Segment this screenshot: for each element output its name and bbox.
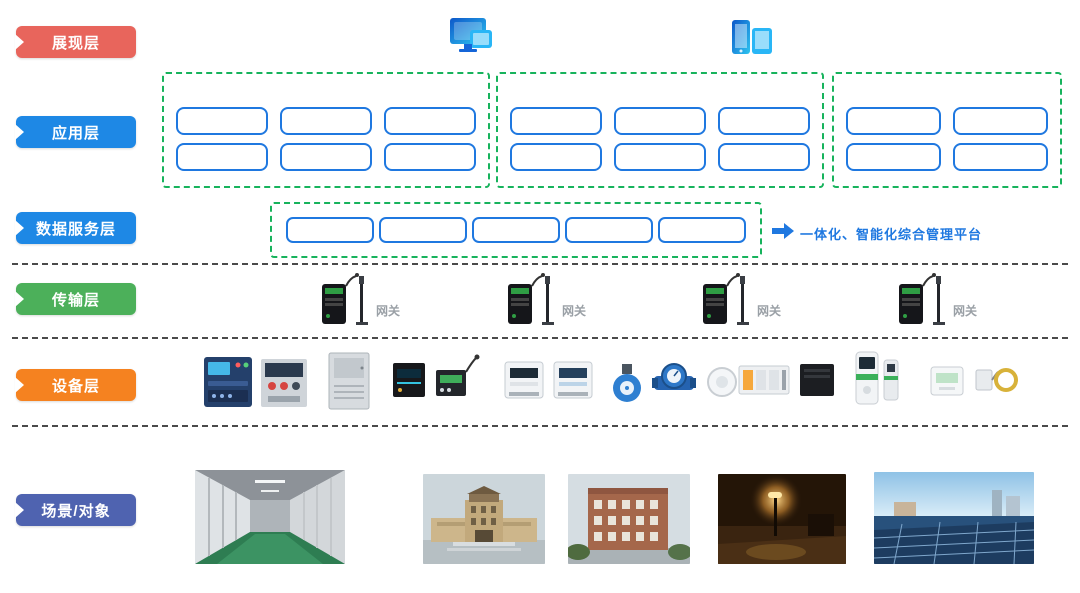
gateway-label: 网关 [757,304,782,318]
layer-label-text: 传输层 [51,291,100,309]
application-module-box [176,143,268,171]
application-module-box [953,107,1048,135]
application-box-row [176,143,476,171]
layer-label-application: 应用层 [16,116,136,148]
data-service-box [565,217,653,243]
clamp-sensor-image [972,362,1020,403]
application-module-box [510,107,602,135]
data-service-box [472,217,560,243]
separator-line [12,425,1068,427]
gateway-item: 网关 [502,272,586,331]
application-module-box [846,107,941,135]
separator-line [12,263,1068,265]
application-module-box [953,143,1048,171]
application-module-box [614,107,706,135]
water-meter-image [652,358,696,405]
pressure-sensor-image [608,362,646,409]
din-rail-meter-image [503,360,545,405]
monitor-icon [448,16,496,65]
data-service-group [270,202,762,258]
layer-label-text: 应用层 [51,124,100,142]
ev-charger-image [850,350,906,413]
application-group-2 [496,72,824,188]
layer-label-text: 场景/对象 [41,502,111,520]
gateway-device-image [316,272,372,331]
gateway-device-image [697,272,753,331]
power-distribution-room-photo [195,470,345,564]
power-cabinet-image [328,352,370,415]
control-panel-image [260,358,308,413]
application-module-box [614,143,706,171]
application-group-1 [162,72,490,188]
dormitory-building-photo [568,474,690,564]
gateway-label: 网关 [376,304,401,318]
application-module-box [510,143,602,171]
rooftop-solar-photo [874,472,1034,564]
din-rail-meter-image [552,360,594,405]
gateway-device-image [502,272,558,331]
application-module-box [718,107,810,135]
layer-label-text: 设备层 [51,377,100,395]
round-sensor-image [706,366,738,403]
layer-label-presentation: 展现层 [16,26,136,58]
application-box-row [846,107,1048,135]
battery-box-image [798,360,836,405]
gateway-label: 网关 [562,304,587,318]
separator-line [12,337,1068,339]
application-box-row [510,143,810,171]
din-rail-module-image [738,362,790,403]
application-module-box [280,107,372,135]
layer-label-transmission: 传输层 [16,283,136,315]
platform-note-text: 一体化、智能化综合管理平台 [800,227,983,242]
layer-label-device: 设备层 [16,369,136,401]
application-module-box [718,143,810,171]
application-module-box [846,143,941,171]
multifunction-meter-image [392,362,426,403]
protection-relay-panel-image [203,356,253,413]
layer-label-scene: 场景/对象 [16,494,136,526]
data-service-box [379,217,467,243]
thermostat-image [930,366,964,401]
application-box-row [846,143,1048,171]
layer-label-text: 展现层 [51,34,100,52]
wireless-meter-image [432,352,480,405]
application-group-3 [832,72,1062,188]
gateway-item: 网关 [697,272,781,331]
data-service-box [286,217,374,243]
application-box-row [510,107,810,135]
gateway-item: 网关 [893,272,977,331]
campus-building-photo [423,474,545,564]
data-service-box [658,217,746,243]
mobile-devices-icon [728,18,774,63]
arrow-right-icon [770,222,796,245]
street-lighting-photo [718,474,846,564]
application-module-box [384,143,476,171]
gateway-label: 网关 [953,304,978,318]
layer-label-data-service: 数据服务层 [16,212,136,244]
application-box-row [176,107,476,135]
layer-label-text: 数据服务层 [35,220,116,238]
application-module-box [384,107,476,135]
gateway-item: 网关 [316,272,400,331]
gateway-device-image [893,272,949,331]
application-module-box [176,107,268,135]
application-module-box [280,143,372,171]
